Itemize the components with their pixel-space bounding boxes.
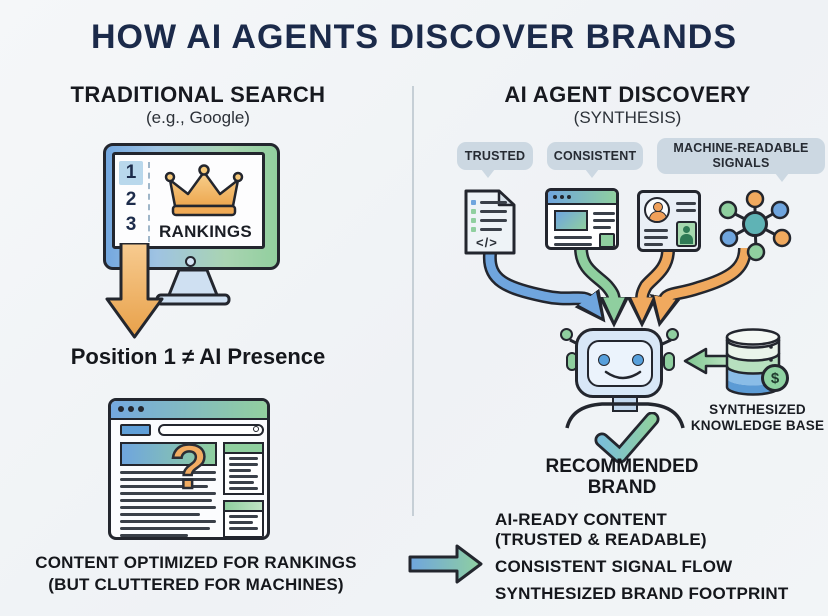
- search-bar: [158, 424, 264, 436]
- browser-titlebar: [111, 401, 267, 420]
- right-column-heading: AI AGENT DISCOVERY: [504, 82, 751, 107]
- rank-number-1: 1: [125, 162, 137, 183]
- outcome-line-1: AI-READY CONTENT: [495, 510, 667, 529]
- website-card-icon: [545, 188, 619, 250]
- position-note: Position 1 ≠ AI Presence: [70, 344, 326, 369]
- monitor-stand: [155, 268, 231, 306]
- right-column-subheading: (SYNTHESIS): [573, 108, 682, 127]
- left-footer: CONTENT OPTIMIZED FOR RANKINGS (BUT CLUT…: [16, 552, 376, 596]
- bubble-tail: [481, 169, 495, 178]
- identity-card-icon: [637, 190, 701, 252]
- rank-number-2: 2: [125, 189, 137, 210]
- window-dot-1: [118, 406, 124, 412]
- bubble-tail: [775, 173, 789, 182]
- knowledge-feed-arrow: [683, 347, 730, 375]
- knowledge-base-label: SYNTHESIZED KNOWLEDGE BASE: [690, 402, 825, 433]
- left-footer-line-2: (BUT CLUTTERED FOR MACHINES): [48, 575, 344, 595]
- rank-number-3: 3: [125, 214, 137, 235]
- outcome-line-4: SYNTHESIZED BRAND FOOTPRINT: [495, 584, 789, 603]
- dollar-sign: $: [770, 369, 780, 387]
- cluttered-page-illustration: ?: [108, 398, 270, 540]
- signal-label-trusted: TRUSTED: [464, 148, 526, 163]
- code-document-icon: </>: [463, 188, 517, 256]
- recommended-brand-label: RECOMMENDED BRAND: [545, 456, 699, 499]
- rank-divider-dashed: [148, 162, 150, 242]
- signal-label-consistent: CONSISTENT: [553, 148, 637, 163]
- outcome-list: AI-READY CONTENT (TRUSTED & READABLE) CO…: [495, 510, 827, 604]
- robot-antenna-right: [666, 328, 679, 341]
- down-arrow: [105, 243, 164, 339]
- rank-1-highlight: [119, 161, 143, 185]
- page-title: HOW AI AGENTS DISCOVER BRANDS: [90, 18, 738, 56]
- left-footer-line-1: CONTENT OPTIMIZED FOR RANKINGS: [35, 553, 357, 572]
- robot-ear-right: [663, 352, 675, 371]
- robot-antenna-left: [560, 328, 573, 341]
- robot-eye-right: [632, 354, 644, 366]
- outcome-line-2: (TRUSTED & READABLE): [495, 530, 707, 549]
- code-glyph: </>: [476, 235, 498, 250]
- bubble-tail: [585, 169, 599, 178]
- monitor-camera-dot: [185, 256, 196, 267]
- dollar-badge: $: [761, 364, 789, 392]
- question-mark: ?: [169, 433, 209, 502]
- avatar-icon: [644, 197, 670, 223]
- window-dot-2: [128, 406, 134, 412]
- search-icon: [253, 426, 259, 432]
- column-divider: [412, 86, 414, 516]
- flow-arrow-graph: [654, 247, 750, 321]
- robot-eye-left: [598, 354, 610, 366]
- sidebar-card-1: [223, 442, 264, 495]
- photo-box-icon: [676, 221, 697, 247]
- knowledge-graph-icon: [718, 190, 792, 262]
- rankings-label: RANKINGS: [158, 222, 253, 241]
- flow-arrow-trusted: [485, 253, 602, 318]
- window-dot-3: [138, 406, 144, 412]
- ai-robot-illustration: [550, 318, 700, 430]
- transition-arrow: [408, 544, 483, 584]
- signal-label-machine-readable: MACHINE-READABLE SIGNALS: [673, 141, 809, 170]
- hero-banner-block: [120, 442, 217, 466]
- nav-button-block: [120, 424, 151, 436]
- signal-bubble-trusted: TRUSTED: [457, 142, 533, 178]
- flow-arrow-consistent: [576, 247, 625, 321]
- signal-flow-arrows: [482, 247, 752, 328]
- search-monitor-illustration: 1 2 3 RANKINGS: [100, 140, 285, 308]
- flow-arrow-identity: [631, 249, 673, 321]
- database-icon: [725, 328, 781, 396]
- left-column-heading: TRADITIONAL SEARCH: [70, 82, 326, 107]
- crown-icon: [164, 164, 244, 217]
- outcome-line-3: CONSISTENT SIGNAL FLOW: [495, 557, 733, 576]
- left-column-subheading: (e.g., Google): [146, 108, 250, 127]
- signal-bubble-machine-readable: MACHINE-READABLE SIGNALS: [657, 138, 825, 182]
- sidebar-card-2: [223, 500, 264, 537]
- checkmark-icon: [594, 412, 660, 464]
- robot-smile: [604, 370, 642, 380]
- signal-bubble-consistent: CONSISTENT: [547, 142, 643, 178]
